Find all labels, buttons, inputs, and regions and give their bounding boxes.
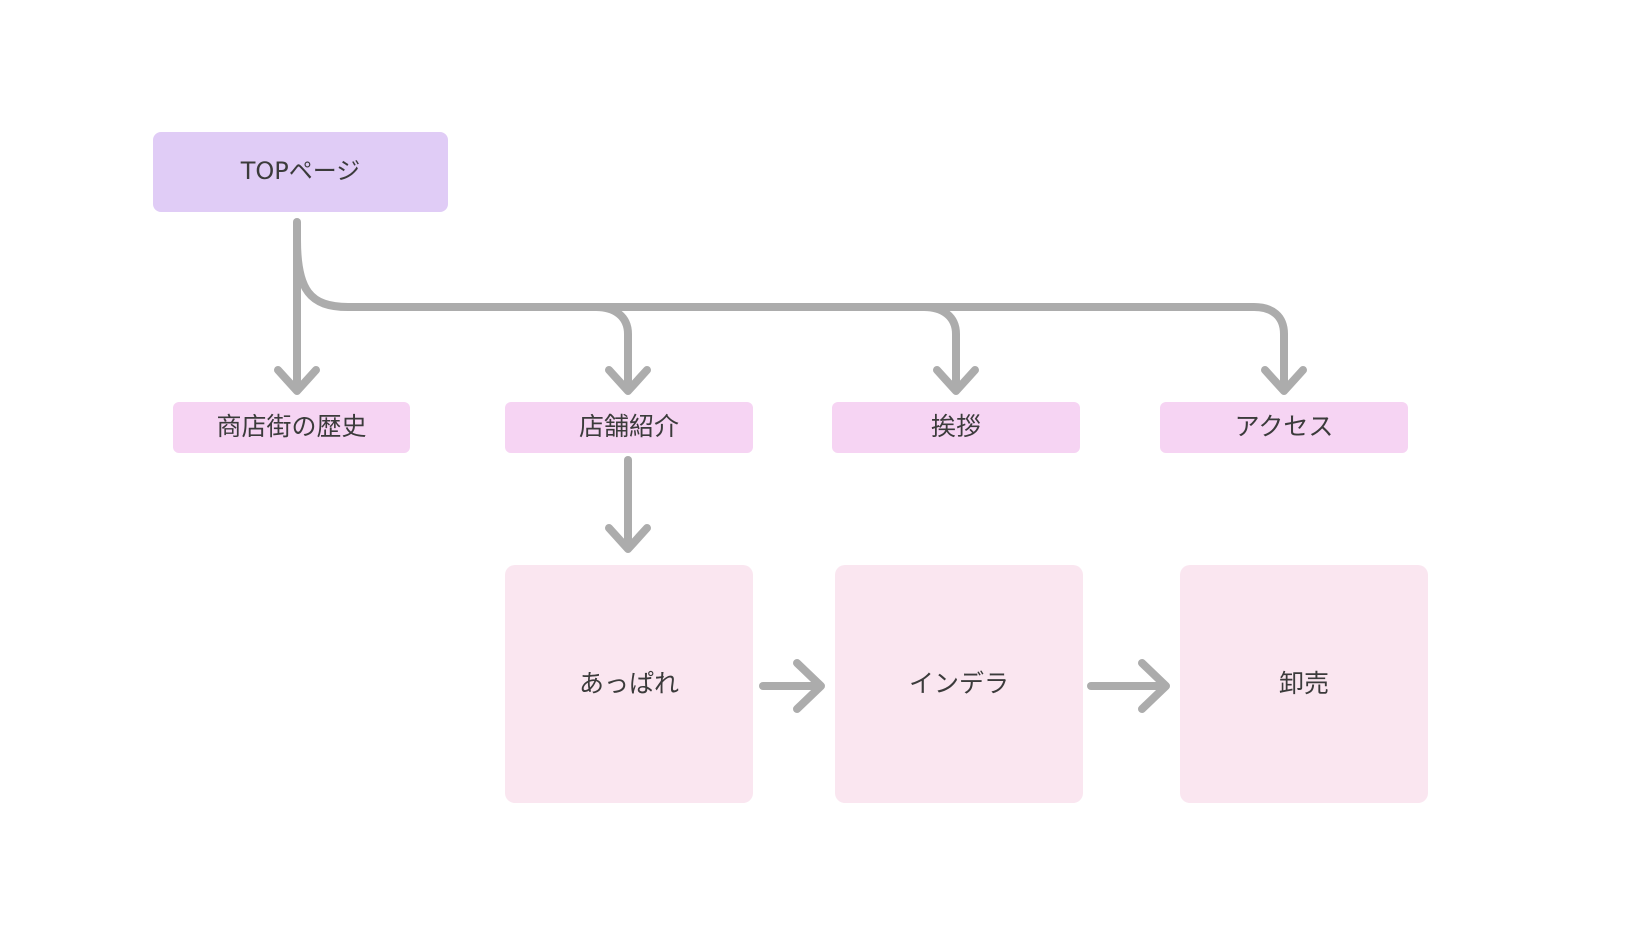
edge-top-to-greeting [920, 303, 960, 388]
edge-top-trunk [293, 236, 1288, 388]
node-label: 店舗紹介 [578, 412, 679, 442]
node-store-intro[interactable]: 店舗紹介 [505, 402, 753, 453]
node-label: 商店街の歴史 [216, 412, 367, 442]
edge-top-to-stores-arrowhead-icon [605, 366, 651, 395]
node-label: アクセス [1234, 412, 1334, 442]
edge-top-to-access-arrowhead-icon [1261, 366, 1307, 395]
node-wholesale[interactable]: 卸売 [1180, 565, 1428, 803]
node-appare[interactable]: あっぱれ [505, 565, 753, 803]
edge-stores-to-appare-arrowhead-icon [605, 524, 651, 553]
connector-group [274, 218, 1307, 713]
node-label: 卸売 [1278, 668, 1329, 698]
edge-top-to-history-arrowhead-icon [274, 366, 320, 395]
node-label: TOPページ [240, 157, 361, 186]
node-access[interactable]: アクセス [1160, 402, 1408, 453]
node-label: あっぱれ [578, 668, 679, 698]
node-greeting[interactable]: 挨拶 [832, 402, 1080, 453]
node-label: インデラ [908, 668, 1009, 698]
node-top-page[interactable]: TOPページ [153, 132, 448, 212]
edge-top-to-greeting-arrowhead-icon [933, 366, 979, 395]
node-history[interactable]: 商店街の歴史 [173, 402, 410, 453]
node-label: 挨拶 [930, 412, 981, 442]
edge-indera-to-wholesale-arrowhead-icon [1138, 659, 1170, 713]
edge-appare-to-indera-arrowhead-icon [793, 659, 825, 713]
node-indera[interactable]: インデラ [835, 565, 1083, 803]
edge-top-to-stores [592, 303, 632, 388]
